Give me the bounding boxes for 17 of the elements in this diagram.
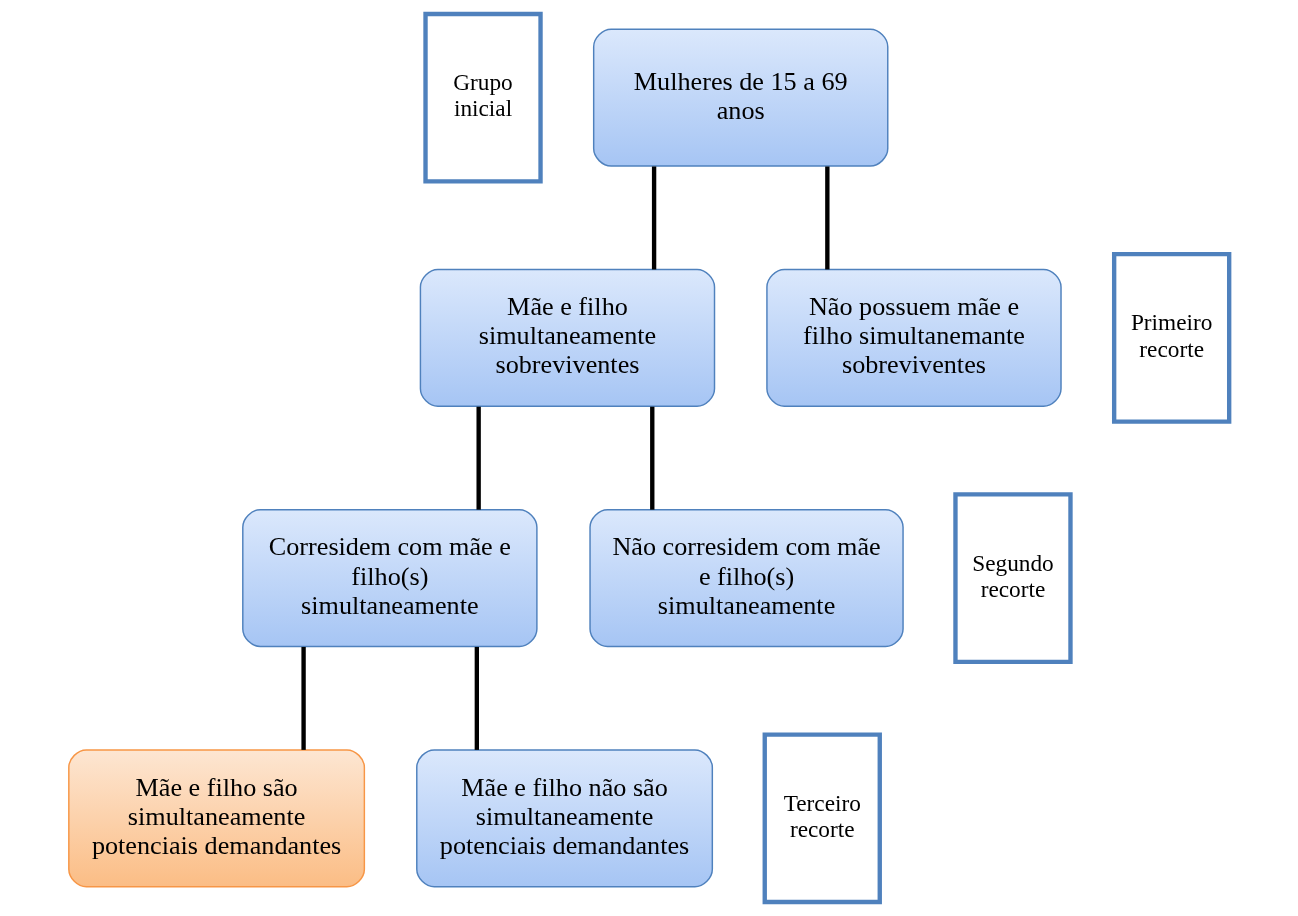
connector — [476, 406, 481, 510]
node-box: Mulheres de 15 a 69 anos — [592, 28, 889, 167]
node-box: Corresidem com mãe e filho(s) simultaneamente — [242, 508, 538, 648]
node-box: Mãe e filho não são simultaneamente potenciais demandantes — [416, 749, 714, 888]
node-box: Mãe e filho são simultaneamente potenciais demandantes — [68, 749, 366, 888]
node-box: Não possuem mãe e filho simultanemante sobreviventes — [766, 268, 1062, 408]
node-box: Segundo recorte — [953, 492, 1073, 664]
connector — [650, 406, 655, 510]
connector — [474, 646, 480, 750]
connector — [651, 166, 657, 270]
node-box: Grupo inicial — [423, 11, 543, 184]
connector — [825, 166, 830, 270]
node-box: Mãe e filho simultaneamente sobreviventes — [419, 268, 716, 408]
node-box: Terceiro recorte — [762, 732, 882, 905]
connector — [301, 646, 306, 750]
node-box: Não corresidem com mãe e filho(s) simultaneamente — [589, 508, 904, 648]
node-box: Primeiro recorte — [1111, 252, 1232, 424]
